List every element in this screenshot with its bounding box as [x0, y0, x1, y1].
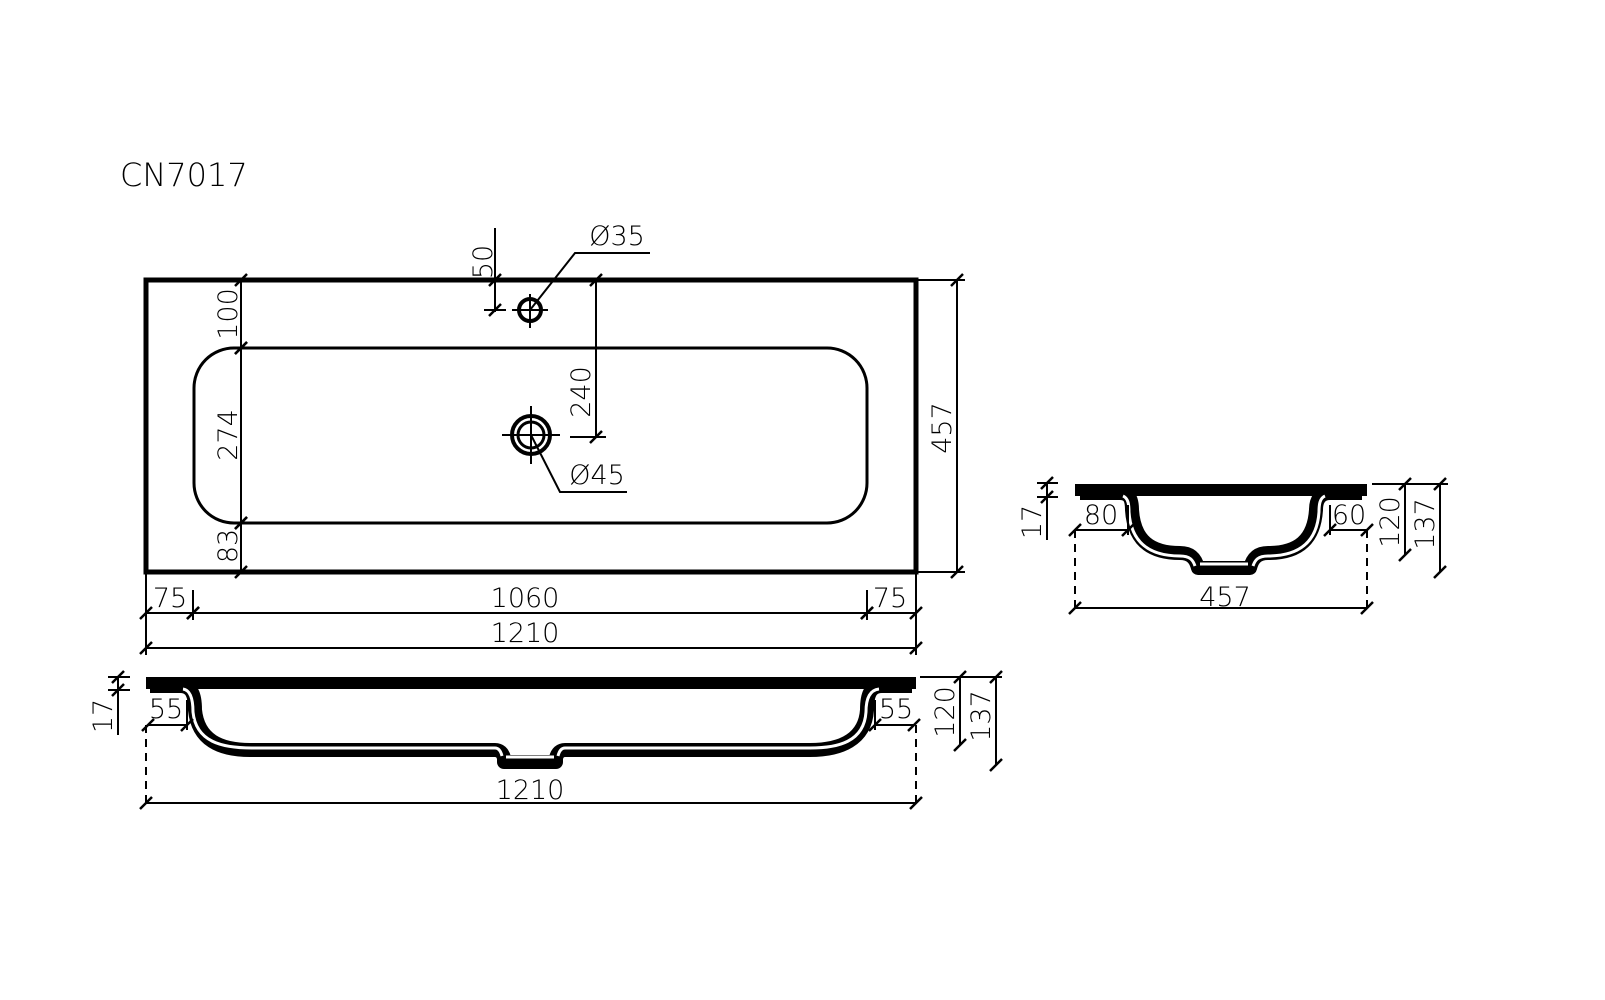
dimension-tick	[111, 670, 125, 684]
dimension-tick	[953, 670, 967, 684]
dim-basin-width: 1060	[491, 583, 560, 614]
dimension-tick	[180, 718, 194, 732]
dim-basin-depth-side: 120	[1375, 496, 1406, 548]
dim-basin-depth-front: 120	[930, 686, 961, 738]
dim-back-rim-side: 60	[1332, 500, 1366, 531]
dimension-tick	[1068, 601, 1082, 615]
dim-drain-diameter: Ø45	[569, 460, 625, 491]
dimension-tick	[589, 430, 603, 444]
dimension-tick	[868, 718, 882, 732]
tap-hole	[512, 294, 548, 328]
dimension-tick	[1398, 548, 1412, 562]
dimension-tick	[141, 718, 155, 732]
dim-total-width: 1210	[491, 618, 560, 649]
dimension-tick	[1068, 523, 1082, 537]
dimension-tick	[909, 641, 923, 655]
dimension-tick	[953, 738, 967, 752]
dimension-tick	[1433, 565, 1447, 579]
dimension-tick	[989, 758, 1003, 772]
basin-outline	[192, 346, 869, 525]
dim-plate-thickness: 17	[88, 699, 119, 733]
dimension-tick	[950, 273, 964, 287]
dimension-tick	[234, 516, 248, 530]
model-number: CN7017	[120, 156, 248, 194]
dimension-tick	[1040, 476, 1054, 490]
dimension-tick	[1433, 477, 1447, 491]
dimension-tick	[1398, 477, 1412, 491]
dimension-tick	[111, 683, 125, 697]
dimension-tick	[1323, 523, 1337, 537]
dimension-tick	[488, 303, 502, 317]
dim-basin-depth: 274	[213, 409, 244, 461]
dim-top-rim: 100	[213, 288, 244, 340]
dim-total-depth-side: 457	[1199, 582, 1251, 613]
dimension-tick	[909, 796, 923, 810]
dim-right-rim: 55	[879, 694, 913, 725]
dimension-tick	[907, 718, 921, 732]
dimension-tick	[488, 273, 502, 287]
dim-front-rim-side: 80	[1084, 500, 1118, 531]
dim-total-height-side: 137	[1410, 498, 1441, 550]
dimension-tick	[860, 606, 874, 620]
side-section-view: 17 80 60 120 137 457	[1017, 476, 1448, 615]
dim-right-margin: 75	[873, 583, 907, 614]
dim-front-rim: 83	[213, 529, 244, 563]
dimension-tick	[1360, 523, 1374, 537]
dim-drain-distance: 240	[566, 366, 597, 418]
dim-tap-diameter: Ø35	[589, 221, 645, 252]
countertop-outline	[143, 277, 919, 575]
dim-total-depth: 457	[927, 402, 958, 454]
dimension-tick	[1121, 523, 1135, 537]
dimension-tick	[1360, 601, 1374, 615]
dim-total-width-front: 1210	[496, 775, 565, 806]
dim-plate-thickness-side: 17	[1017, 505, 1048, 539]
dimension-tick	[589, 273, 603, 287]
dimension-tick	[139, 641, 153, 655]
dimension-tick	[139, 606, 153, 620]
dim-left-margin: 75	[153, 583, 187, 614]
dimension-tick	[234, 273, 248, 287]
dimension-tick	[234, 341, 248, 355]
front-section-view: 17 55 55 120 137 1210	[88, 670, 1003, 810]
dimension-tick	[909, 606, 923, 620]
plan-view: 50 Ø35 240 Ø45 100 274 83 457 75 1060 75	[139, 221, 965, 655]
dimension-tick	[989, 670, 1003, 684]
dimension-tick	[139, 796, 153, 810]
dim-total-height-front: 137	[966, 690, 997, 742]
dim-tap-offset: 50	[468, 245, 499, 279]
dimension-tick	[234, 565, 248, 579]
dimension-tick	[950, 565, 964, 579]
dimension-tick	[186, 606, 200, 620]
dimension-tick	[1040, 490, 1054, 504]
